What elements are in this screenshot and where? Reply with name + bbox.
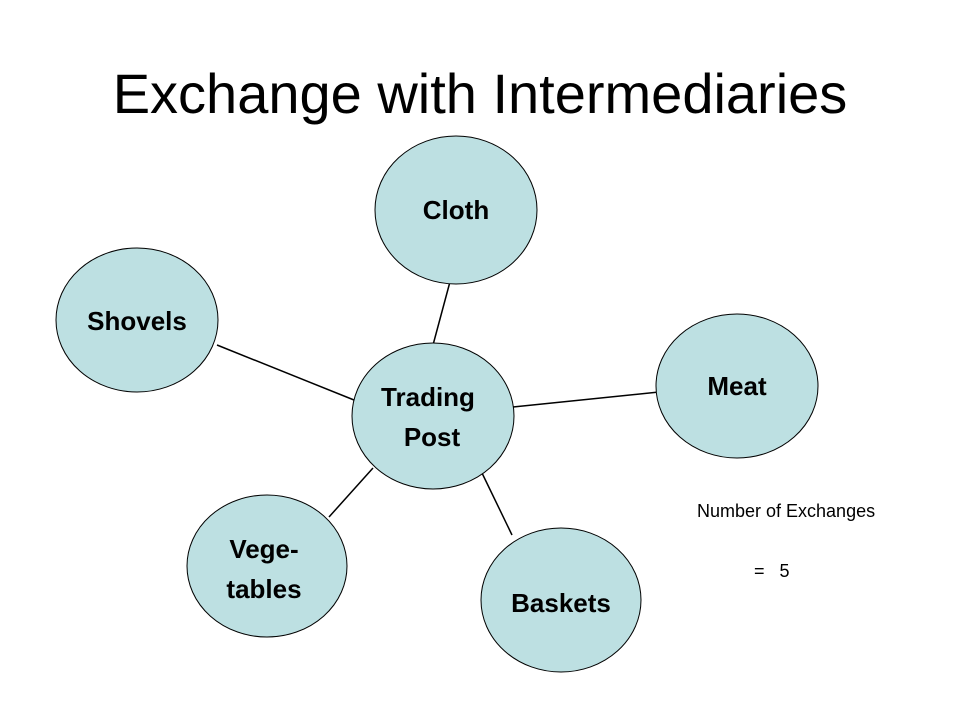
node-trading-post-shape bbox=[351, 342, 515, 490]
node-shovels-label: Shovels bbox=[87, 306, 187, 336]
exchanges-label: Number of Exchanges bbox=[697, 501, 876, 521]
exchanges-count: = 5 bbox=[754, 561, 790, 581]
node-cloth-label: Cloth bbox=[423, 195, 489, 225]
connector-vegetables bbox=[328, 467, 374, 518]
connector-baskets bbox=[481, 472, 513, 536]
node-vegetables-shape bbox=[186, 494, 348, 638]
node-trading-post-label-line2: Post bbox=[404, 422, 461, 452]
node-vegetables: Vege- tables bbox=[186, 494, 348, 638]
slide-title: Exchange with Intermediaries bbox=[112, 62, 848, 125]
node-baskets-shape bbox=[480, 527, 642, 673]
node-meat: Meat bbox=[655, 313, 819, 459]
connector-shovels bbox=[216, 344, 355, 401]
node-trading-post-label-line1: Trading bbox=[381, 382, 475, 412]
node-vegetables-label-line1: Vege- bbox=[229, 534, 298, 564]
node-shovels: Shovels bbox=[55, 247, 219, 393]
connector-cloth bbox=[432, 277, 452, 346]
node-baskets: Baskets bbox=[480, 527, 642, 673]
node-shovels-shape bbox=[55, 247, 219, 393]
connector-meat bbox=[512, 391, 660, 408]
node-trading-post: Trading Post bbox=[351, 342, 515, 490]
connectors bbox=[216, 277, 660, 536]
node-cloth: Cloth bbox=[374, 135, 538, 285]
node-cloth-shape bbox=[374, 135, 538, 285]
node-baskets-label: Baskets bbox=[511, 588, 611, 618]
node-meat-shape bbox=[655, 313, 819, 459]
node-meat-label: Meat bbox=[707, 371, 767, 401]
node-vegetables-label-line2: tables bbox=[226, 574, 301, 604]
